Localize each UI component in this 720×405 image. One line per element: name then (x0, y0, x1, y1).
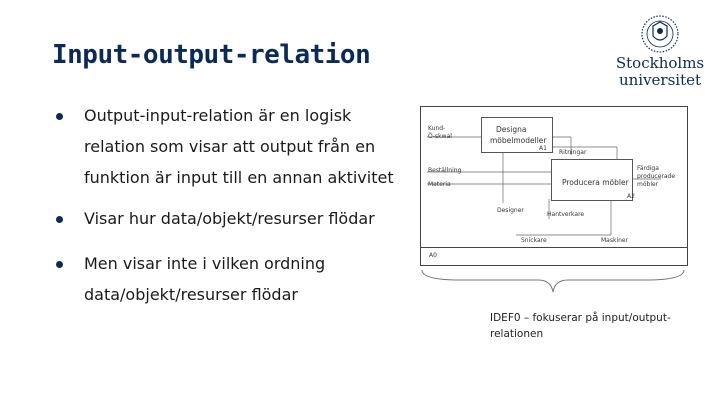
activity-id-a1: A1 (539, 145, 547, 152)
bullet-dot-icon (56, 261, 63, 268)
diagram-footer: A0 (421, 247, 687, 266)
slide-title: Input-output-relation (52, 40, 371, 70)
mechanism-label: Snickare (521, 237, 547, 244)
idef0-diagram: Designa möbelmodeller A1 Producera möble… (420, 106, 688, 266)
bullet-dot-icon (56, 216, 63, 223)
mechanism-label: Maskiner (601, 237, 629, 244)
bullet-item: Visar hur data/objekt/resurser flödar (52, 203, 397, 234)
diagram-id-a0: A0 (429, 252, 437, 259)
bullet-item: Output-input-relation är en logisk relat… (52, 100, 397, 193)
logo-text-line2: universitet (618, 71, 702, 89)
bullet-item: Men visar inte i vilken ordning data/obj… (52, 248, 397, 310)
bullet-text: Men visar inte i vilken ordning data/obj… (84, 254, 326, 304)
university-logo: Stockholms universitet (612, 14, 708, 88)
crest-icon (641, 15, 679, 53)
bullet-list: Output-input-relation är en logisk relat… (52, 100, 397, 310)
box-label: Designa (496, 125, 527, 134)
output-label: producerade (637, 173, 676, 180)
output-label: möbler (637, 181, 659, 188)
activity-id-a2: A2 (627, 193, 635, 200)
box-label: möbelmodeller (490, 136, 547, 145)
box-label: Producera möbler (562, 178, 629, 187)
activity-box-a1: Designa möbelmodeller (481, 117, 553, 153)
input-label: Ö-skwal (428, 133, 452, 140)
mechanism-label: Designer (497, 207, 524, 214)
mechanism-label: Hantverkare (547, 211, 585, 218)
input-label: Beställning (428, 167, 462, 174)
brace-icon (421, 269, 685, 293)
input-label: Materia (428, 181, 451, 188)
activity-box-a2: Producera möbler (551, 159, 633, 201)
output-label: Färdiga (637, 165, 659, 172)
flow-label: Ritningar (559, 149, 587, 156)
bullet-text: Output-input-relation är en logisk relat… (84, 106, 394, 187)
diagram-arrows (427, 136, 661, 236)
diagram-caption: IDEF0 – fokuserar på input/output-relati… (490, 312, 671, 340)
input-label: Kund- (428, 125, 446, 132)
bullet-dot-icon (56, 113, 63, 120)
bullet-text: Visar hur data/objekt/resurser flödar (84, 209, 375, 228)
logo-text-line1: Stockholms (615, 54, 705, 72)
